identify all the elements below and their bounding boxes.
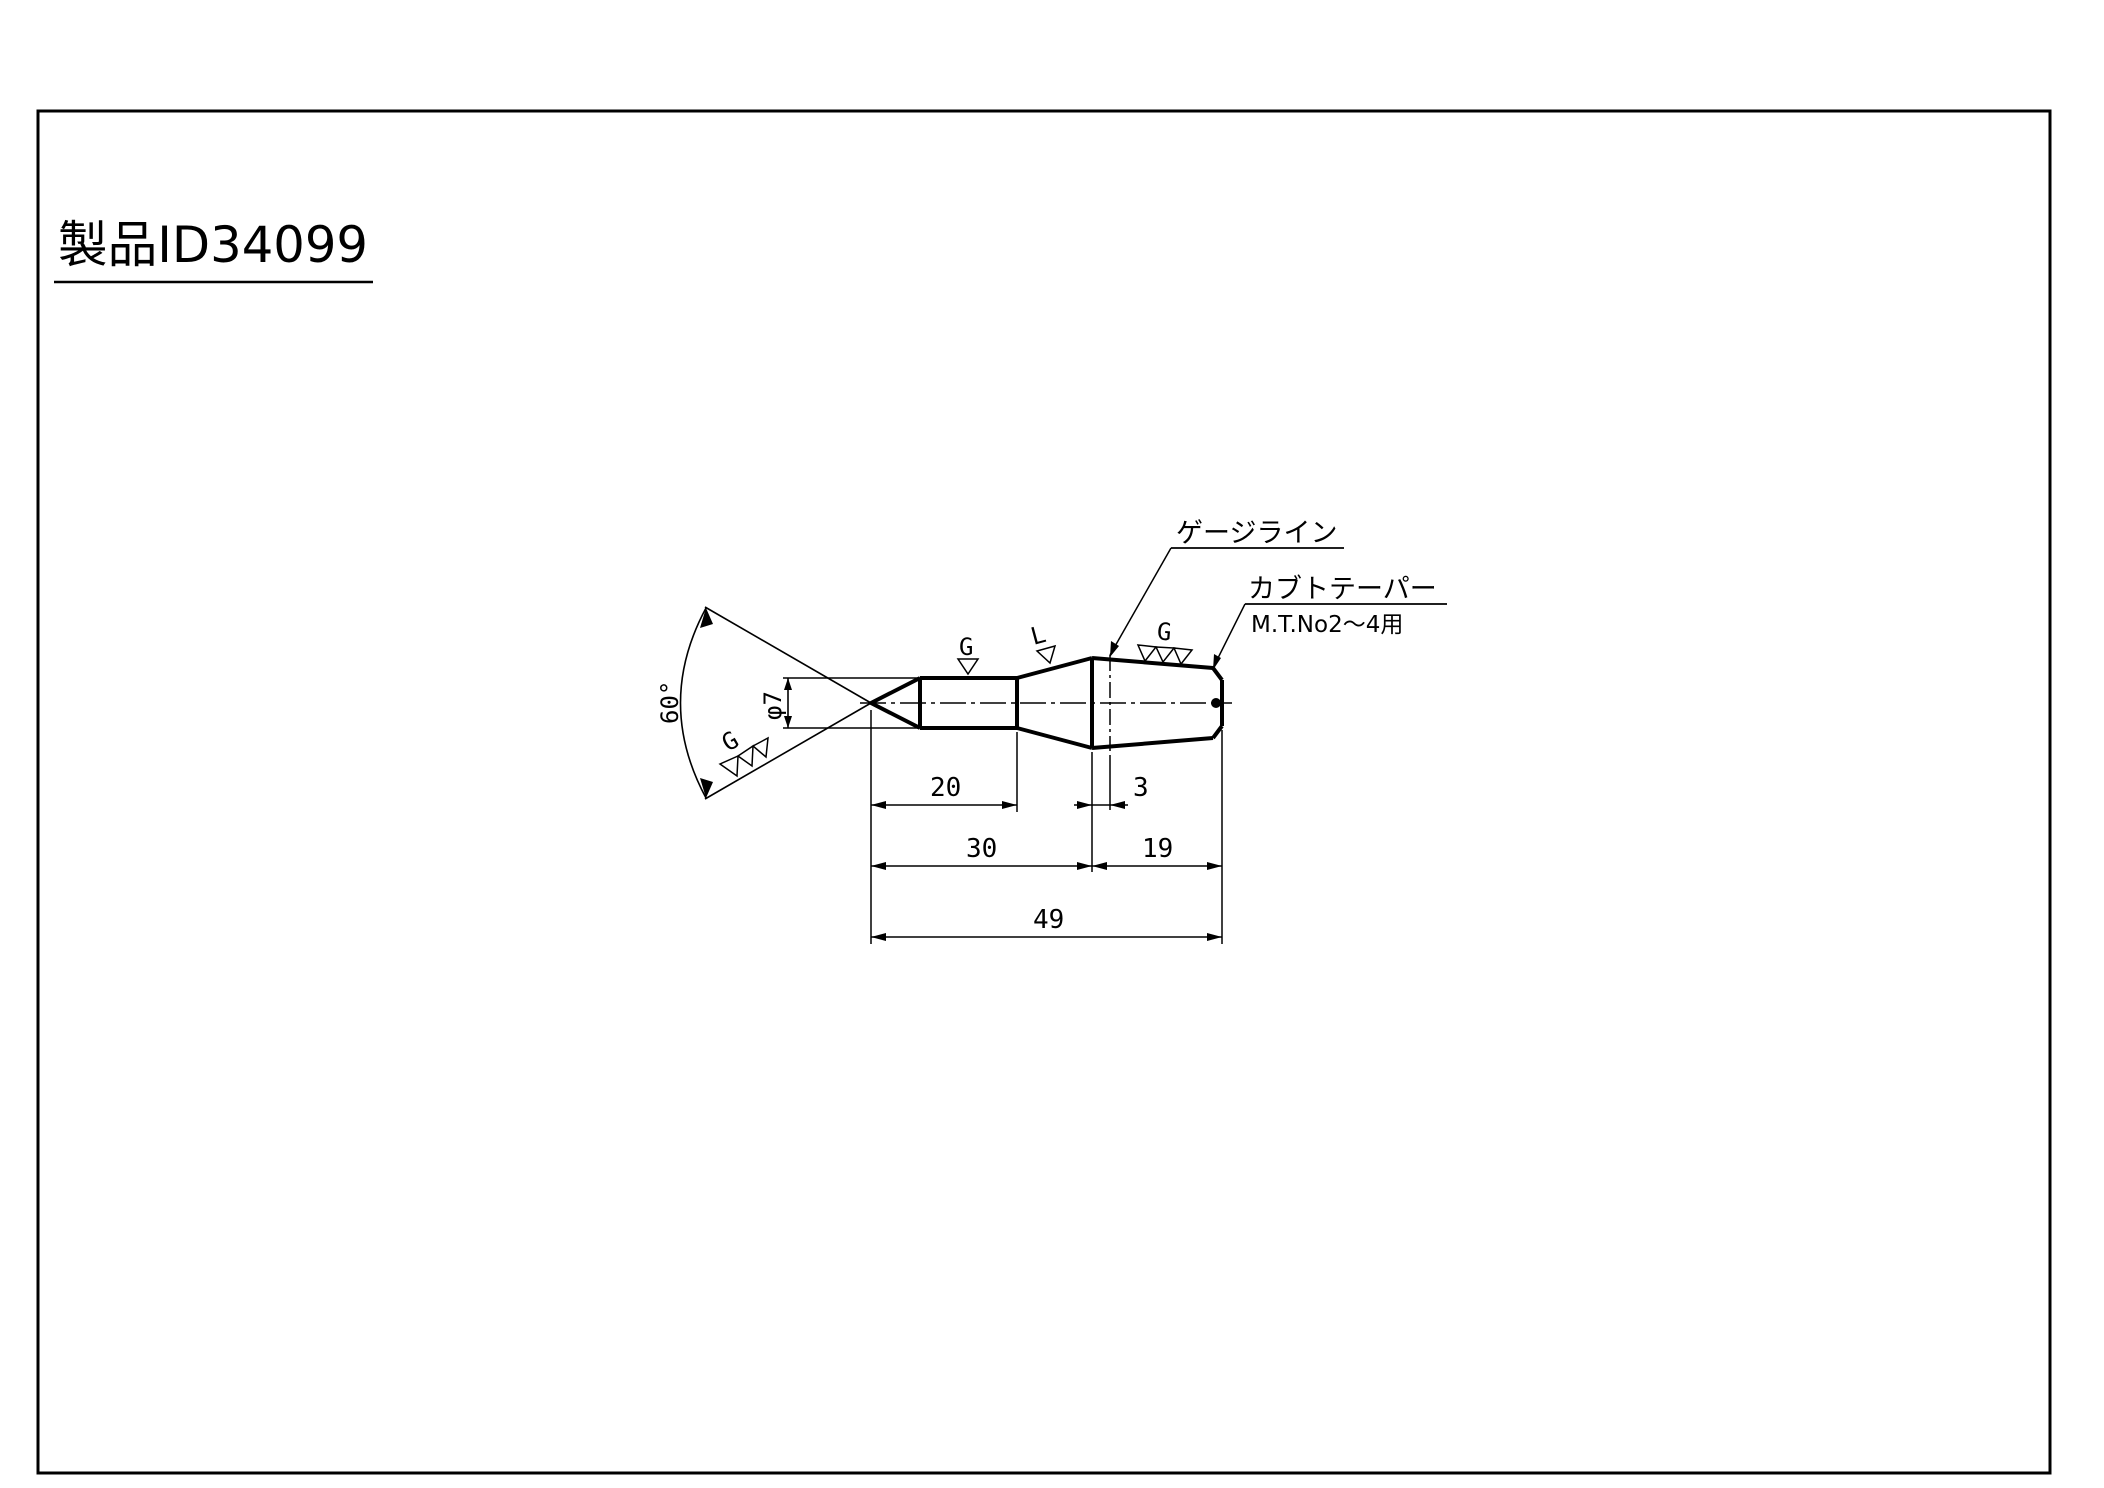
extension-lines [870, 710, 1223, 944]
center-hole [1211, 698, 1221, 708]
dim-49-arrow-right [1207, 933, 1222, 941]
drawing-title: 製品ID34099 [58, 216, 368, 274]
dim-19-arrow-left [1092, 862, 1107, 870]
angle-arrow-bottom [700, 778, 713, 798]
gauge-line-note: ゲージライン [1176, 518, 1337, 549]
svg-text:L: L [1028, 620, 1049, 651]
dim-19-arrow-right [1207, 862, 1222, 870]
dim-20-arrow-left [871, 801, 886, 809]
svg-text:G: G [959, 633, 973, 661]
taper-spec-note: M.T.No2～4用 [1251, 612, 1403, 638]
diameter-dimension [783, 677, 920, 729]
svg-text:G: G [717, 726, 744, 757]
drawing-frame [36, 109, 2052, 1475]
dim-20-arrow-right [1002, 801, 1017, 809]
diameter-arrow-top [784, 678, 792, 690]
finish-symbol-g-top: G [956, 633, 980, 676]
diameter-label: φ7 [759, 691, 787, 720]
dim-30-label: 30 [966, 834, 997, 864]
gauge-line-leader [1109, 547, 1172, 656]
dim-49-label: 49 [1033, 905, 1064, 935]
gauge-line-leader-arrow [1110, 641, 1119, 657]
dim-20-label: 20 [930, 773, 961, 803]
finish-symbol-l-top: L [1028, 620, 1057, 665]
angle-label: 60° [656, 681, 684, 724]
angle-arrow-top [700, 608, 713, 628]
taper-name-note: カブトテーパー [1248, 574, 1437, 605]
angle-dimension [679, 606, 872, 800]
dim-3-arrow-right [1110, 801, 1125, 809]
dim-49-arrow-left [871, 933, 886, 941]
dim-19-label: 19 [1142, 834, 1173, 864]
dim-30-arrow-left [871, 862, 886, 870]
dim-3-label: 3 [1133, 773, 1149, 803]
finish-symbol-g-left: G [717, 726, 769, 778]
diameter-arrow-bottom [784, 716, 792, 728]
taper-leader-arrow [1213, 654, 1221, 670]
svg-text:G: G [1156, 617, 1173, 646]
finish-symbol-g-right: G [1136, 617, 1194, 666]
dim-30-arrow-right [1077, 862, 1092, 870]
dim-3-arrow-left [1077, 801, 1092, 809]
